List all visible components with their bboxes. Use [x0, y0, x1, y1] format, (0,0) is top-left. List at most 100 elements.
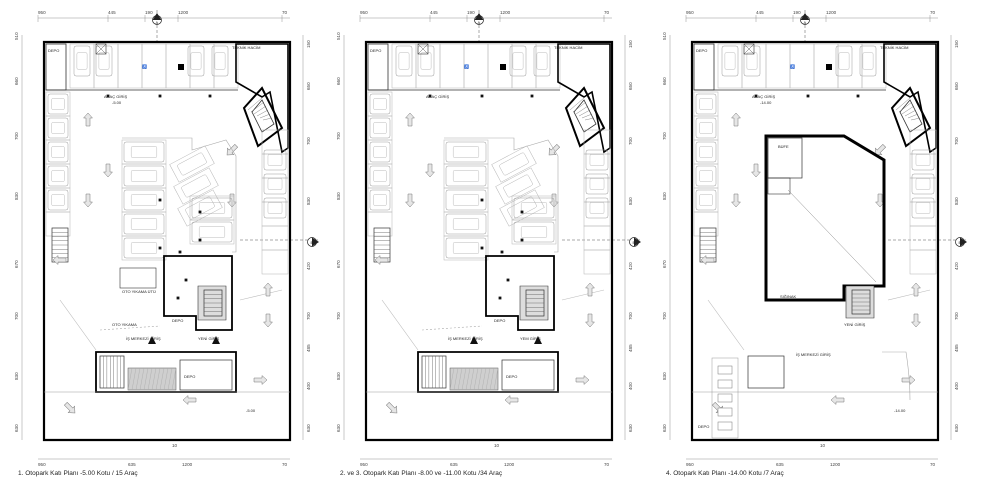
dimension-right: 700	[306, 137, 311, 145]
parking-car	[445, 237, 487, 259]
teknik-hacim-room	[235, 43, 289, 154]
dimension-left: 630	[662, 424, 667, 432]
label-yeni-giris: YENİ GİRİŞ	[844, 322, 866, 327]
parking-slot	[583, 153, 611, 179]
dimension-top: 190	[145, 10, 153, 15]
parking-slot	[765, 43, 791, 89]
column-pillar	[754, 94, 758, 98]
hatch	[127, 367, 133, 391]
parking-car	[533, 45, 551, 77]
traffic-arrow	[730, 112, 742, 127]
parking-slot	[511, 219, 557, 245]
traffic-arrow	[548, 143, 561, 156]
parking-car	[263, 149, 287, 171]
column-block	[178, 64, 184, 70]
label-oto-yikama-2: OTO YIKAMA	[112, 322, 137, 327]
hatch	[469, 367, 475, 391]
dimension-right: 650	[306, 82, 311, 90]
parking-slot	[261, 177, 289, 203]
section-marker-a: A	[800, 13, 810, 25]
parking-slot	[443, 163, 489, 189]
dimension-left: 660	[662, 77, 667, 85]
parking-slot	[367, 187, 393, 213]
parking-car	[369, 189, 391, 211]
parking-car	[585, 173, 609, 195]
dimension-right: 400	[954, 382, 959, 390]
dimension-right: 420	[306, 262, 311, 270]
parking-slot	[439, 43, 465, 89]
column-pillar	[184, 278, 188, 282]
dimension-mid: 10	[820, 443, 826, 448]
parking-car	[263, 173, 287, 195]
stair-core	[890, 86, 932, 148]
hatch	[151, 367, 157, 391]
dimension-left: 700	[14, 132, 19, 140]
parking-car	[445, 213, 487, 235]
dimension-bottom: 635	[128, 462, 136, 467]
central-island-outline	[444, 137, 559, 253]
dimension-right: 150	[628, 40, 633, 48]
dimension-right: 420	[628, 262, 633, 270]
parking-slot	[511, 43, 537, 89]
parking-slot	[693, 211, 719, 237]
parking-slot	[909, 249, 937, 275]
teknik-hacim-room	[557, 43, 611, 154]
parking-car	[191, 221, 233, 243]
parking-car	[513, 197, 555, 219]
traffic-arrow	[910, 282, 922, 297]
dimension-left: 670	[336, 260, 341, 268]
entry-triangle	[470, 336, 478, 344]
angled-bay	[177, 189, 223, 227]
parking-car	[187, 45, 205, 77]
label-depo-top: DEPO	[696, 48, 707, 53]
central-island-outline	[122, 137, 237, 253]
parking-car	[721, 45, 739, 77]
dimension-right: 830	[628, 197, 633, 205]
parking-slot	[367, 91, 393, 117]
depo-room-low	[501, 359, 555, 391]
dimension-left: 510	[14, 32, 19, 40]
parking-car	[73, 45, 91, 77]
curve	[882, 351, 911, 401]
shaft	[95, 43, 107, 55]
parking-slot	[261, 201, 289, 227]
section-marker-b: B	[955, 237, 967, 247]
column-pillar	[520, 238, 524, 242]
dimension-mid: 10	[172, 443, 178, 448]
parking-slot	[367, 211, 393, 237]
label-depo-low: DEPO	[698, 424, 709, 429]
shaft-cross	[417, 43, 429, 55]
ramp-line	[59, 299, 97, 351]
ramp-line	[381, 299, 419, 351]
parking-car	[47, 117, 69, 139]
accessible-icon: ♿	[464, 64, 469, 69]
parking-car	[695, 93, 717, 115]
parking-car	[395, 45, 413, 77]
traffic-arrow	[374, 254, 389, 266]
section-marker-b-label: B	[311, 240, 314, 245]
parking-slot	[367, 115, 393, 141]
diagonal	[787, 189, 877, 283]
dimension-left: 700	[336, 312, 341, 320]
parking-car	[369, 117, 391, 139]
hatch	[163, 367, 169, 391]
dimension-left: 660	[14, 77, 19, 85]
section-marker-a: A	[474, 13, 484, 25]
dimension-right: 650	[954, 82, 959, 90]
accessible-icon: ♿	[142, 64, 147, 69]
column-pillar	[198, 238, 202, 242]
room-low	[747, 355, 785, 389]
parking-slot	[121, 139, 167, 165]
outer-wall	[690, 40, 940, 442]
dimension-bottom: 950	[38, 462, 46, 467]
parking-car	[743, 45, 761, 77]
ramp-stripe	[717, 379, 733, 389]
ramp-line	[239, 289, 283, 301]
dimension-left: 700	[14, 312, 19, 320]
parking-car	[695, 165, 717, 187]
dimension-top: 70	[604, 10, 610, 15]
traffic-arrow	[63, 401, 76, 414]
stairs	[421, 355, 447, 389]
